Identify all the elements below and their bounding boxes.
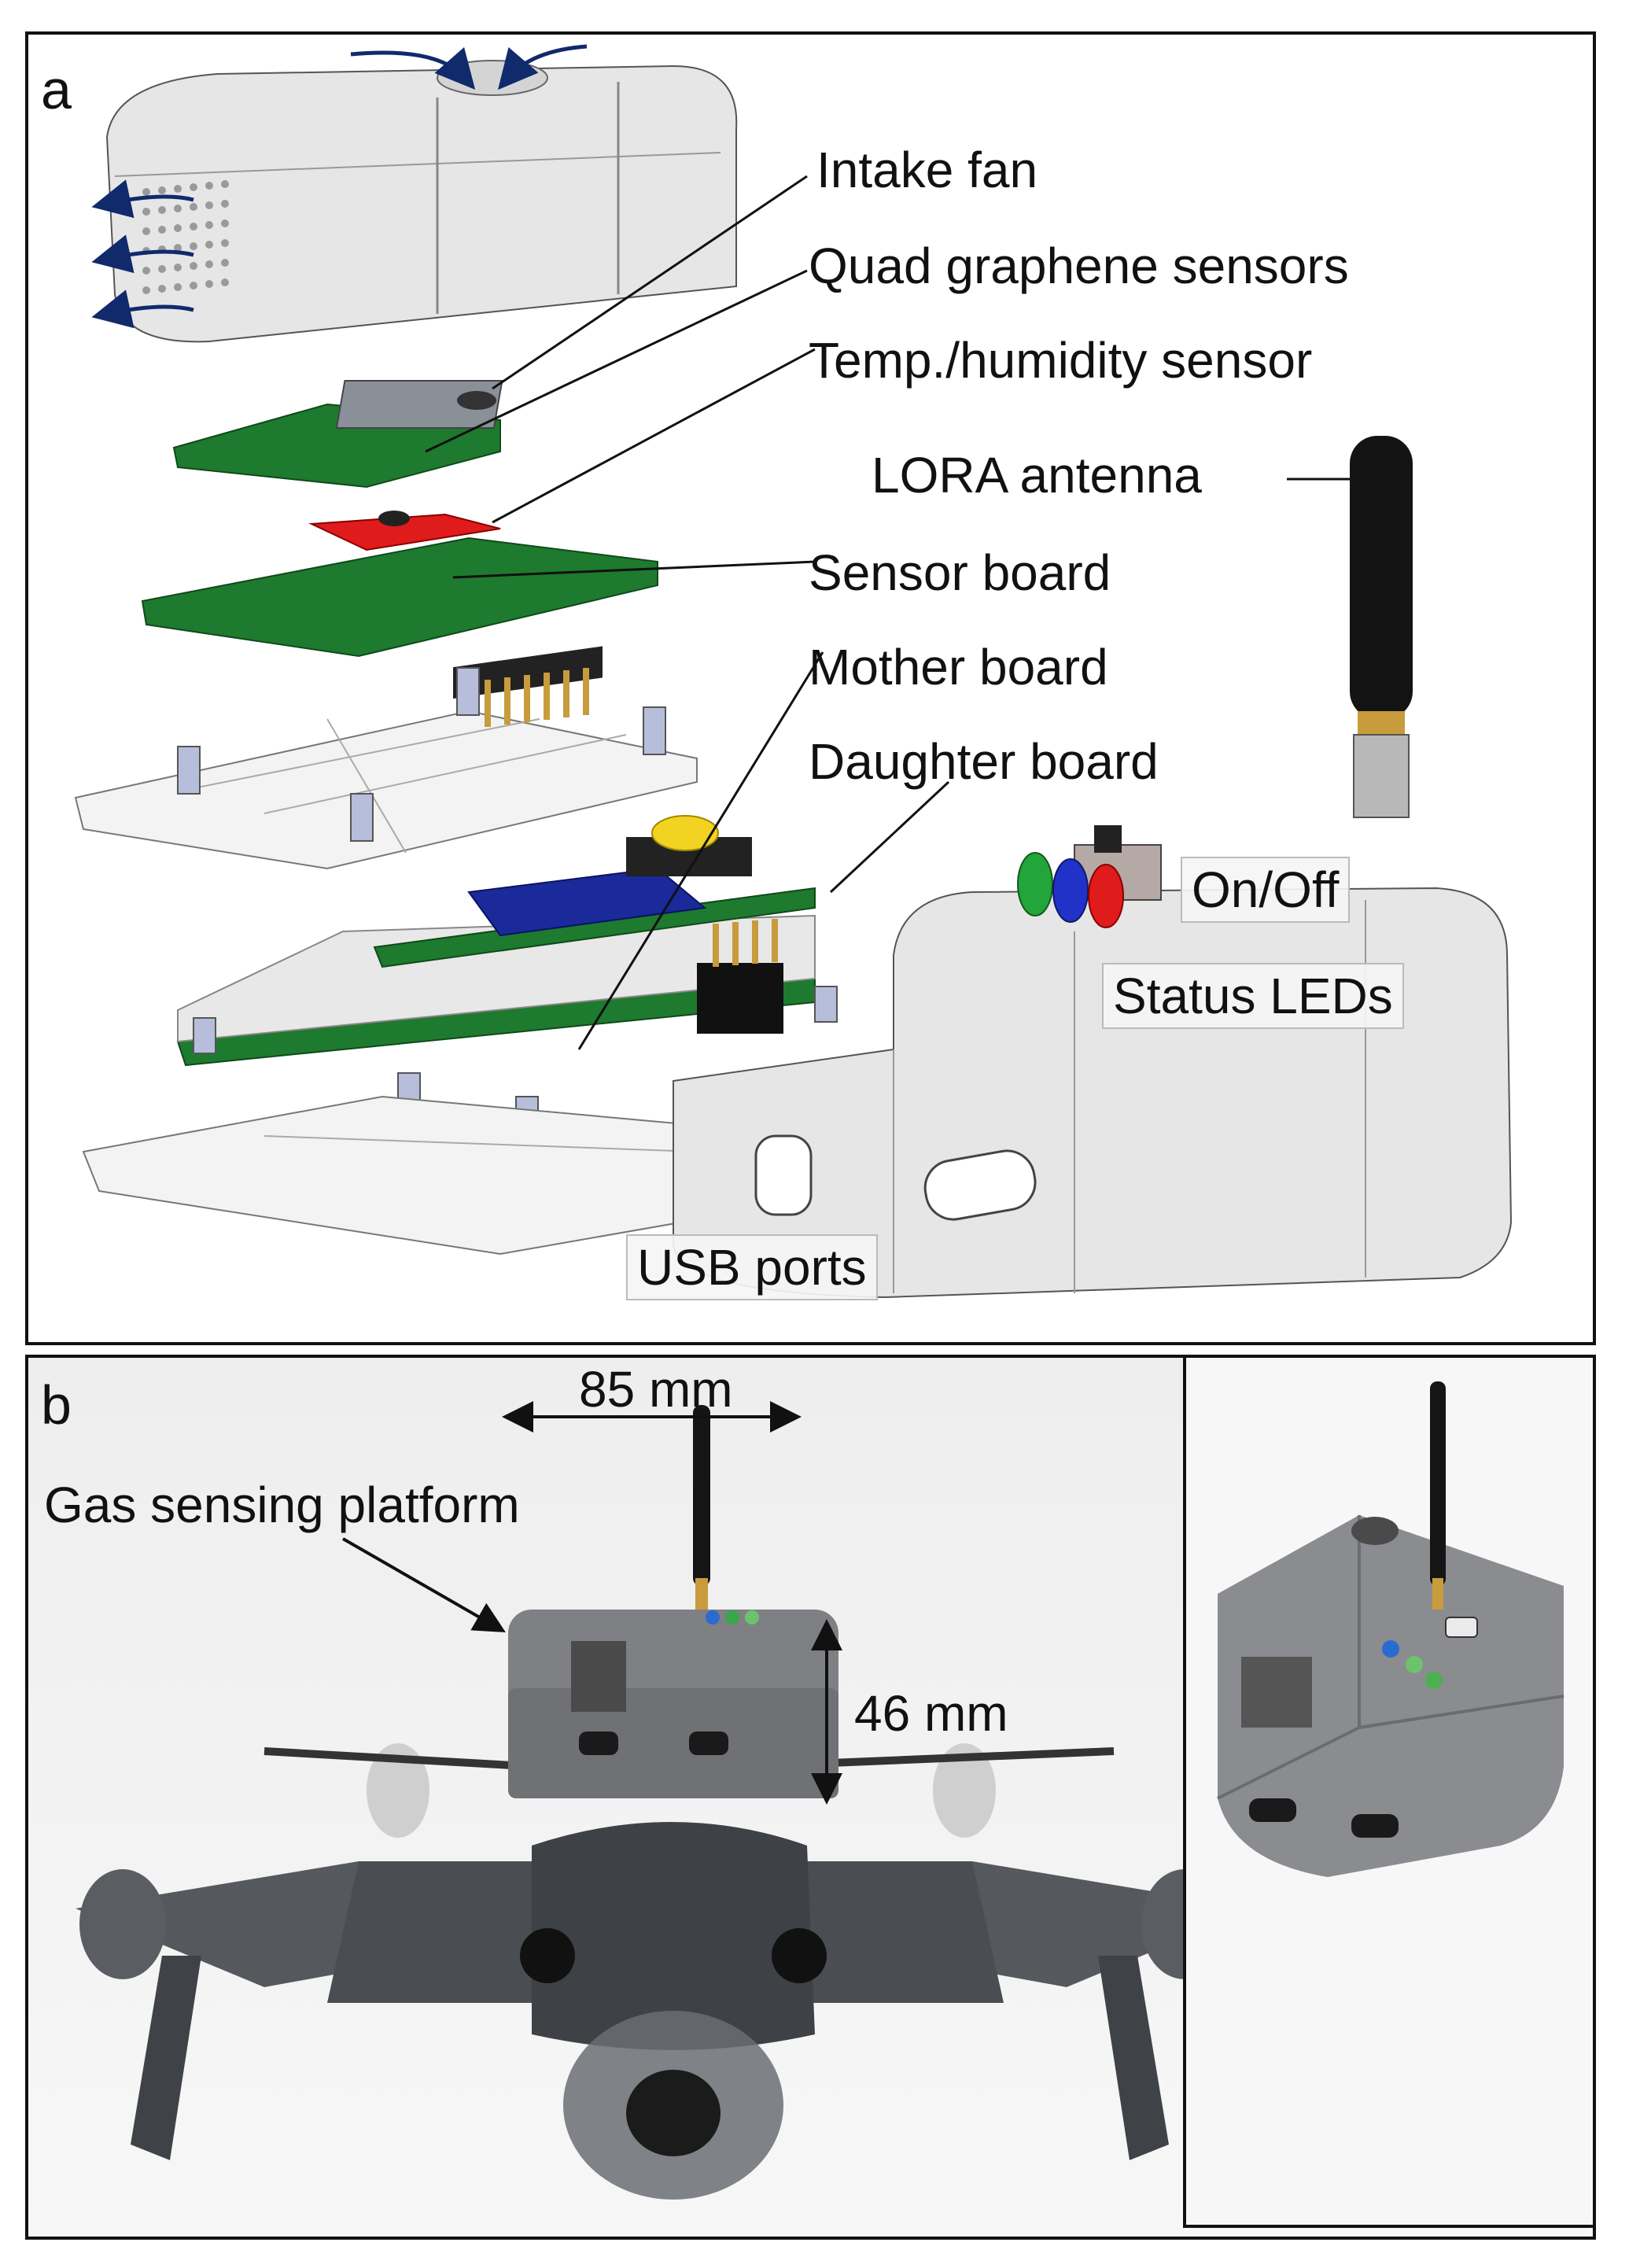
gas-sensing-platform bbox=[508, 1405, 838, 1798]
panel-b-photo: b 85 mm 46 mm Gas sensing platform bbox=[25, 1355, 1596, 2240]
drone bbox=[76, 1743, 1255, 2200]
inset-photo bbox=[1183, 1358, 1593, 2228]
gas-sensing-platform-label: Gas sensing platform bbox=[44, 1477, 520, 1533]
spacer-plate bbox=[74, 646, 698, 870]
platform-pointer-arrow bbox=[342, 1537, 506, 1632]
quad-graphene-sensors-label: Quad graphene sensors bbox=[809, 238, 1349, 294]
sensor-board bbox=[141, 511, 658, 658]
temp-humidity-sensor-label: Temp./humidity sensor bbox=[809, 332, 1313, 389]
top-lid bbox=[91, 44, 738, 343]
lora-antenna-label: LORA antenna bbox=[872, 447, 1202, 503]
mother-daughter-board-stack bbox=[176, 815, 838, 1145]
leader-lines bbox=[425, 175, 1350, 1050]
width-dimension-label: 85 mm bbox=[579, 1361, 733, 1418]
panel-a-exploded-view: a Intake fan Quad graphene sensors Temp.… bbox=[25, 31, 1596, 1345]
daughter-board-label: Daughter board bbox=[809, 733, 1159, 790]
mother-board-label: Mother board bbox=[809, 639, 1108, 695]
inset-device-drawing bbox=[1186, 1358, 1593, 2225]
intake-fan-label: Intake fan bbox=[816, 142, 1038, 198]
quad-graphene-sensor-board bbox=[172, 380, 503, 489]
usb-ports-label: USB ports bbox=[626, 1234, 878, 1300]
on-off-label: On/Off bbox=[1181, 857, 1351, 923]
sensor-board-label: Sensor board bbox=[809, 544, 1111, 601]
lora-antenna bbox=[1350, 436, 1413, 818]
panel-a-letter: a bbox=[41, 59, 72, 120]
panel-b-letter: b bbox=[41, 1374, 72, 1436]
status-leds-label: Status LEDs bbox=[1102, 963, 1404, 1029]
height-dimension-label: 46 mm bbox=[854, 1685, 1008, 1742]
